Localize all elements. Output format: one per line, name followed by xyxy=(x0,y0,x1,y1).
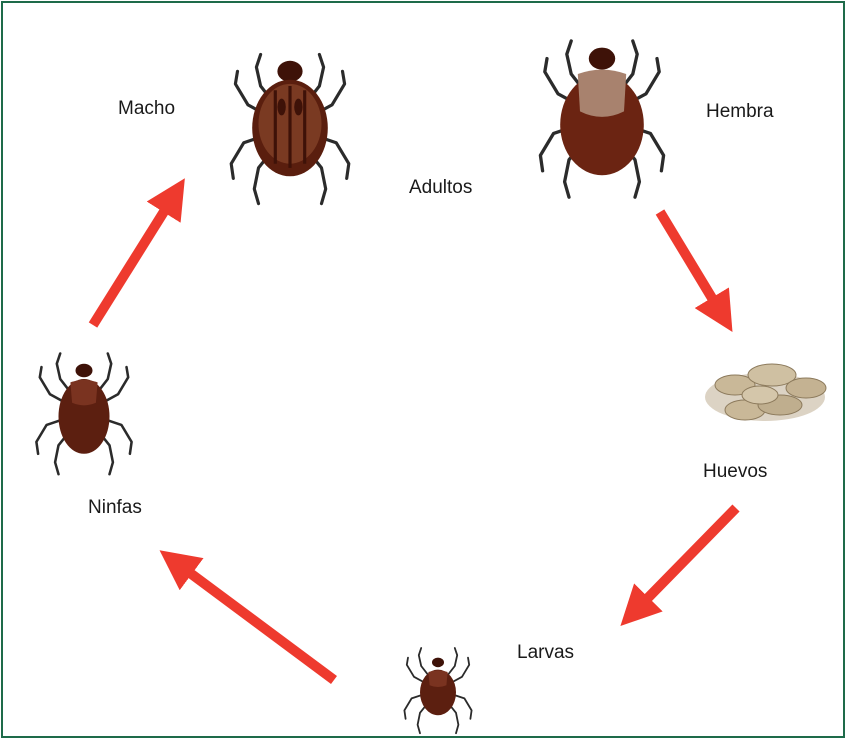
female-label: Hembra xyxy=(706,101,774,123)
nymphs-label: Ninfas xyxy=(88,497,142,519)
larvae-label: Larvas xyxy=(517,642,574,664)
male-label: Macho xyxy=(118,98,175,120)
eggs-label: Huevos xyxy=(703,461,767,483)
larva-tick-icon xyxy=(404,648,471,733)
arrow-female-to-eggs xyxy=(660,212,718,308)
eggs-icon xyxy=(705,364,826,421)
arrow-larva-to-nymph xyxy=(182,567,334,680)
nymph-tick-icon xyxy=(36,354,131,475)
male-tick-icon xyxy=(231,55,349,204)
female-tick-icon xyxy=(540,41,663,197)
adults-label: Adultos xyxy=(409,177,472,199)
arrow-eggs-to-larva xyxy=(640,508,736,606)
arrow-nymph-to-adult xyxy=(93,202,170,325)
